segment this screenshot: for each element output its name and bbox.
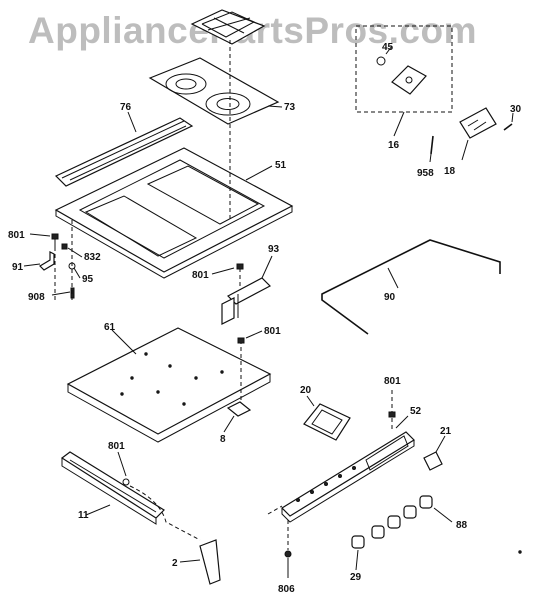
label-806: 806 bbox=[278, 584, 295, 595]
label-908: 908 bbox=[28, 292, 45, 303]
label-61: 61 bbox=[104, 322, 116, 333]
label-73: 73 bbox=[284, 102, 296, 113]
label-93: 93 bbox=[268, 244, 280, 255]
label-2: 2 bbox=[172, 558, 178, 569]
label-29: 29 bbox=[350, 572, 362, 583]
label-832: 832 bbox=[84, 252, 101, 263]
label-801c: 801 bbox=[264, 326, 281, 337]
part-8-clip bbox=[223, 401, 252, 433]
label-51: 51 bbox=[275, 160, 287, 171]
hardware-left bbox=[39, 220, 76, 300]
label-11: 11 bbox=[78, 510, 89, 521]
bracket-part-93 bbox=[211, 255, 273, 325]
label-958: 958 bbox=[417, 168, 434, 179]
label-801e: 801 bbox=[108, 441, 125, 452]
part-20-trim bbox=[303, 395, 351, 441]
label-18: 18 bbox=[444, 166, 456, 177]
part-18-plate bbox=[459, 107, 497, 161]
label-76: 76 bbox=[120, 102, 132, 113]
label-801a: 801 bbox=[8, 230, 25, 241]
part-958-screw bbox=[429, 135, 434, 163]
part-30-screw bbox=[503, 112, 514, 131]
label-90: 90 bbox=[384, 292, 396, 303]
label-16: 16 bbox=[388, 140, 400, 151]
kick-panel-part-11 bbox=[60, 451, 165, 525]
label-801d: 801 bbox=[384, 376, 401, 387]
part-21-clip bbox=[423, 435, 446, 471]
burner-grate-part bbox=[190, 9, 266, 45]
label-91: 91 bbox=[12, 262, 24, 273]
label-801b: 801 bbox=[192, 270, 209, 281]
label-95: 95 bbox=[82, 274, 94, 285]
main-top-part-51 bbox=[54, 147, 294, 279]
label-8: 8 bbox=[220, 434, 226, 445]
knobs-part-88-29 bbox=[351, 495, 453, 571]
trim-strip-part-76 bbox=[54, 117, 194, 187]
control-panel-part-52 bbox=[267, 390, 415, 523]
part-2-leg bbox=[179, 539, 221, 585]
kit-box-16 bbox=[355, 25, 453, 137]
part-806-screw bbox=[284, 520, 292, 578]
label-45: 45 bbox=[382, 42, 394, 53]
label-52: 52 bbox=[410, 406, 422, 417]
label-88: 88 bbox=[456, 520, 468, 531]
drip-pan-part-73 bbox=[148, 57, 280, 125]
rod-part-90 bbox=[321, 239, 501, 335]
bottom-panel-part-61 bbox=[66, 327, 272, 443]
label-21: 21 bbox=[440, 426, 452, 437]
label-20: 20 bbox=[300, 385, 312, 396]
label-30: 30 bbox=[510, 104, 522, 115]
